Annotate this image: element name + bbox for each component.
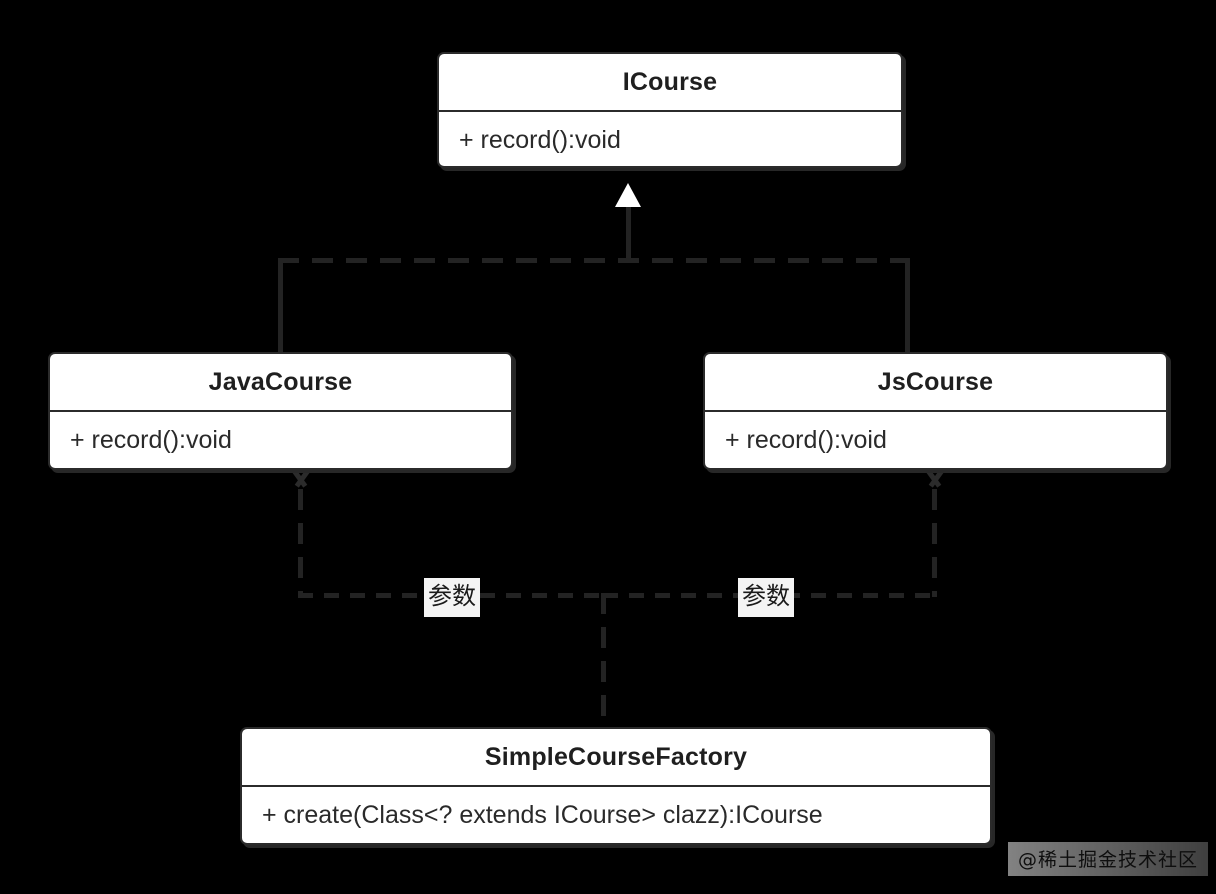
class-name-simplecoursefactory: SimpleCourseFactory bbox=[484, 742, 748, 771]
edge-label-parameter-right: 参数 bbox=[738, 578, 794, 617]
dependency-vertical-javacourse bbox=[298, 489, 303, 597]
class-name-javacourse: JavaCourse bbox=[208, 367, 353, 396]
realization-drop-javacourse bbox=[278, 258, 283, 354]
class-member-simplecoursefactory-0: + create(Class<? extends ICourse> clazz)… bbox=[242, 785, 990, 843]
class-name-icourse: ICourse bbox=[622, 67, 718, 96]
class-member-jscourse-0: + record():void bbox=[705, 410, 1166, 468]
class-member-javacourse-0: + record():void bbox=[50, 410, 511, 468]
realization-drop-jscourse bbox=[905, 258, 910, 354]
watermark: @稀土掘金技术社区 bbox=[1007, 842, 1208, 876]
realization-stem-vertical bbox=[626, 205, 631, 263]
class-box-simplecoursefactory[interactable]: SimpleCourseFactory + create(Class<? ext… bbox=[240, 727, 992, 845]
class-box-javacourse[interactable]: JavaCourse + record():void bbox=[48, 352, 513, 470]
class-name-jscourse: JsCourse bbox=[877, 367, 994, 396]
hollow-triangle-arrowhead-icourse bbox=[615, 183, 641, 207]
open-arrowhead-jscourse bbox=[922, 470, 948, 492]
class-box-jscourse[interactable]: JsCourse + record():void bbox=[703, 352, 1168, 470]
dependency-vertical-jscourse bbox=[932, 489, 937, 597]
realization-horizontal-bar bbox=[278, 258, 910, 263]
open-arrowhead-javacourse bbox=[288, 470, 314, 492]
edge-label-parameter-left: 参数 bbox=[424, 578, 480, 617]
class-member-icourse-0: + record():void bbox=[439, 110, 901, 166]
class-box-icourse[interactable]: ICourse + record():void bbox=[437, 52, 903, 168]
dependency-riser-factory bbox=[601, 593, 606, 729]
